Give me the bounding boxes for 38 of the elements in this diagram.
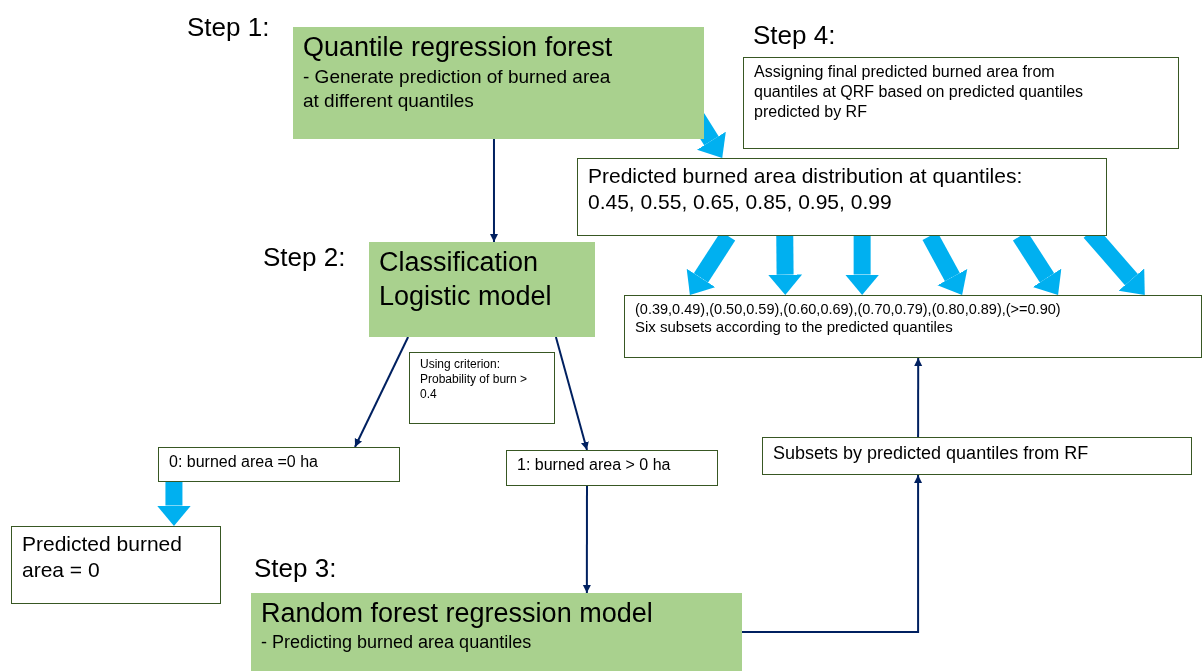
text-box bbox=[762, 437, 1192, 475]
text-box bbox=[409, 352, 555, 424]
text-box bbox=[506, 450, 718, 486]
node-title: (0.39,0.49),(0.50,0.59),(0.60,0.69),(0.70,0.79),(0.80,0.89),(>=0.90) bbox=[635, 300, 1062, 319]
node-title: Using criterion: Probability of burn > 0.4 bbox=[420, 357, 529, 402]
node-title: 0: burned area =0 ha bbox=[169, 452, 319, 472]
text-box bbox=[158, 447, 400, 482]
text-box bbox=[624, 295, 1202, 358]
arrow bbox=[914, 357, 923, 438]
block-arrow bbox=[156, 482, 191, 526]
process-box bbox=[369, 242, 595, 337]
node-description: - Predicting burned area quantiles bbox=[261, 630, 533, 654]
text-box bbox=[577, 158, 1107, 236]
block-arrow bbox=[845, 236, 880, 295]
node-title: Random forest regression model bbox=[261, 597, 654, 630]
node-title: Predicted burned area = 0 bbox=[22, 531, 183, 584]
text-box bbox=[743, 57, 1179, 149]
step-label: Step 4: bbox=[753, 20, 836, 51]
process-box bbox=[251, 593, 742, 671]
arrow bbox=[554, 336, 589, 451]
arrow bbox=[490, 138, 498, 243]
arrow bbox=[582, 485, 591, 594]
node-title: Assigning final predicted burned area from quantiles at QRF based on predicted quantiles predicted by RF bbox=[754, 62, 1085, 122]
step-label: Step 1: bbox=[187, 12, 270, 43]
node-description: - Generate prediction of burned area at different quantiles bbox=[303, 64, 612, 113]
node-title: Classification Logistic model bbox=[379, 246, 553, 313]
node-title: Quantile regression forest bbox=[303, 31, 614, 64]
text-box bbox=[11, 526, 221, 604]
node-title: Subsets by predicted quantiles from RF bbox=[773, 442, 1090, 465]
process-box bbox=[293, 27, 704, 139]
arrow bbox=[354, 336, 410, 448]
node-title: 1: burned area > 0 ha bbox=[517, 455, 672, 475]
node-title: Predicted burned area distribution at quantiles: 0.45, 0.55, 0.65, 0.85, 0.95, 0.99 bbox=[588, 163, 1024, 216]
step-label: Step 2: bbox=[263, 242, 346, 273]
step-label: Step 3: bbox=[254, 553, 337, 584]
arrow bbox=[741, 474, 923, 633]
block-arrow bbox=[768, 235, 803, 295]
node-description: Six subsets according to the predicted quantiles bbox=[635, 318, 954, 337]
